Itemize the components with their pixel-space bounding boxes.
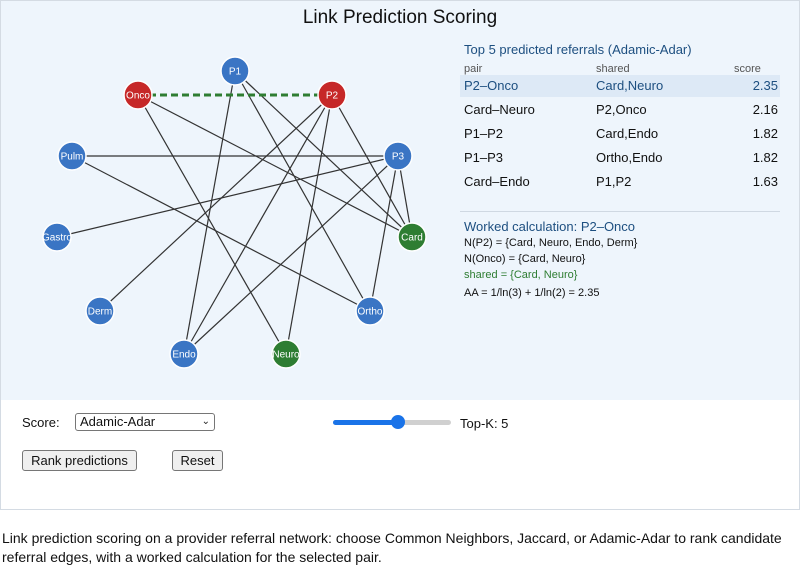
node-label: Ortho <box>357 307 382 318</box>
ranking-shared: Card,Endo <box>596 126 659 141</box>
ranking-score: 1.82 <box>752 150 778 165</box>
ranking-pair: P2–Onco <box>464 78 519 93</box>
node-circle <box>123 80 153 110</box>
ranking-score: 2.35 <box>752 78 778 93</box>
node-circle <box>317 80 347 110</box>
ranking-row[interactable]: Card–Endo P1,P2 1.63 <box>460 171 780 193</box>
edge-p3-gastro <box>56 155 399 238</box>
node-circle <box>383 141 413 171</box>
edge-p1-ortho <box>234 70 371 312</box>
ranking-row[interactable]: P1–P2 Card,Endo 1.82 <box>460 123 780 145</box>
ranking-score: 2.16 <box>752 102 778 117</box>
node-label: Derm <box>88 307 112 318</box>
edge-pulm-ortho <box>71 155 371 312</box>
node-label: P1 <box>229 67 242 78</box>
node-circle <box>57 141 87 171</box>
edge-p2-card <box>331 94 413 238</box>
node-circle <box>85 296 115 326</box>
ranking-title: Top 5 predicted referrals (Adamic-Adar) <box>464 42 692 57</box>
node-card[interactable]: Card <box>397 222 427 252</box>
node-p2[interactable]: P2 <box>317 80 347 110</box>
score-select[interactable]: Adamic-Adar ⌄ <box>75 413 215 431</box>
calc-title: Worked calculation: P2–Onco <box>464 219 636 234</box>
node-pulm[interactable]: Pulm <box>57 141 87 171</box>
ranking-shared: Card,Neuro <box>596 78 664 93</box>
edge-p3-endo <box>183 155 399 355</box>
ranking-shared: P2,Onco <box>596 102 647 117</box>
ranking-pair: Card–Endo <box>464 174 530 189</box>
ranking-score: 1.82 <box>752 126 778 141</box>
page-title: Link Prediction Scoring <box>302 7 498 28</box>
ranking-shared: P1,P2 <box>596 174 632 189</box>
node-derm[interactable]: Derm <box>85 296 115 326</box>
node-gastro[interactable]: Gastro <box>42 222 72 252</box>
node-circle <box>42 222 72 252</box>
node-label: Pulm <box>61 152 84 163</box>
node-p1[interactable]: P1 <box>220 56 250 86</box>
calc-line-result: AA = 1/ln(3) + 1/ln(2) = 2.35 <box>464 287 600 299</box>
caption: Link prediction scoring on a provider re… <box>2 530 782 565</box>
node-label: Gastro <box>42 233 72 244</box>
main-panel <box>0 0 800 401</box>
node-onco[interactable]: Onco <box>123 80 153 110</box>
edge-p3-ortho <box>369 155 399 312</box>
ranking-pair: P1–P3 <box>464 150 504 165</box>
ranking-row[interactable]: Card–Neuro P2,Onco 2.16 <box>460 99 780 121</box>
calc-line-neighbors-p2: N(P2) = {Card, Neuro, Endo, Derm} <box>464 237 638 249</box>
edge-p2-neuro <box>285 94 333 355</box>
node-circle <box>220 56 250 86</box>
edge-p2-derm <box>99 94 333 312</box>
node-label: Card <box>401 233 423 244</box>
reset-button[interactable]: Reset <box>172 450 223 471</box>
ranking-row[interactable]: P2–Onco Card,Neuro 2.35 <box>460 75 780 97</box>
ranking-shared: Ortho,Endo <box>596 150 663 165</box>
calc-line-neighbors-onco: N(Onco) = {Card, Neuro} <box>464 253 586 265</box>
header-score: score <box>734 63 761 75</box>
chevron-down-icon: ⌄ <box>201 416 210 427</box>
ranking-pair: P1–P2 <box>464 126 504 141</box>
divider <box>460 211 780 212</box>
edge-onco-neuro <box>137 94 287 355</box>
rank-predictions-button[interactable]: Rank predictions <box>22 450 137 471</box>
node-circle <box>355 296 385 326</box>
header-shared: shared <box>596 63 630 75</box>
edge-onco-card <box>137 94 413 238</box>
node-endo[interactable]: Endo <box>169 339 199 369</box>
node-p3[interactable]: P3 <box>383 141 413 171</box>
topk-label: Top-K: 5 <box>460 416 509 431</box>
edge-p1-endo <box>183 70 236 355</box>
node-circle <box>169 339 199 369</box>
ranking-pair: Card–Neuro <box>464 102 535 117</box>
topk-slider-fill <box>333 420 398 425</box>
node-neuro[interactable]: Neuro <box>271 339 301 369</box>
node-label: Endo <box>172 350 196 361</box>
topk-slider-handle[interactable] <box>390 415 405 429</box>
node-circle <box>397 222 427 252</box>
node-label: P2 <box>326 91 339 102</box>
score-select-value: Adamic-Adar <box>80 414 156 429</box>
score-label: Score: <box>22 415 60 430</box>
node-ortho[interactable]: Ortho <box>355 296 385 326</box>
node-label: P3 <box>392 152 405 163</box>
node-label: Neuro <box>272 350 300 361</box>
calc-line-shared: shared = {Card, Neuro} <box>464 269 578 281</box>
node-circle <box>271 339 301 369</box>
edge-p2-endo <box>183 94 333 355</box>
edge-p1-card <box>234 70 413 238</box>
ranking-row[interactable]: P1–P3 Ortho,Endo 1.82 <box>460 147 780 169</box>
node-label: Onco <box>126 91 150 102</box>
header-pair: pair <box>464 63 483 75</box>
ranking-score: 1.63 <box>752 174 778 189</box>
